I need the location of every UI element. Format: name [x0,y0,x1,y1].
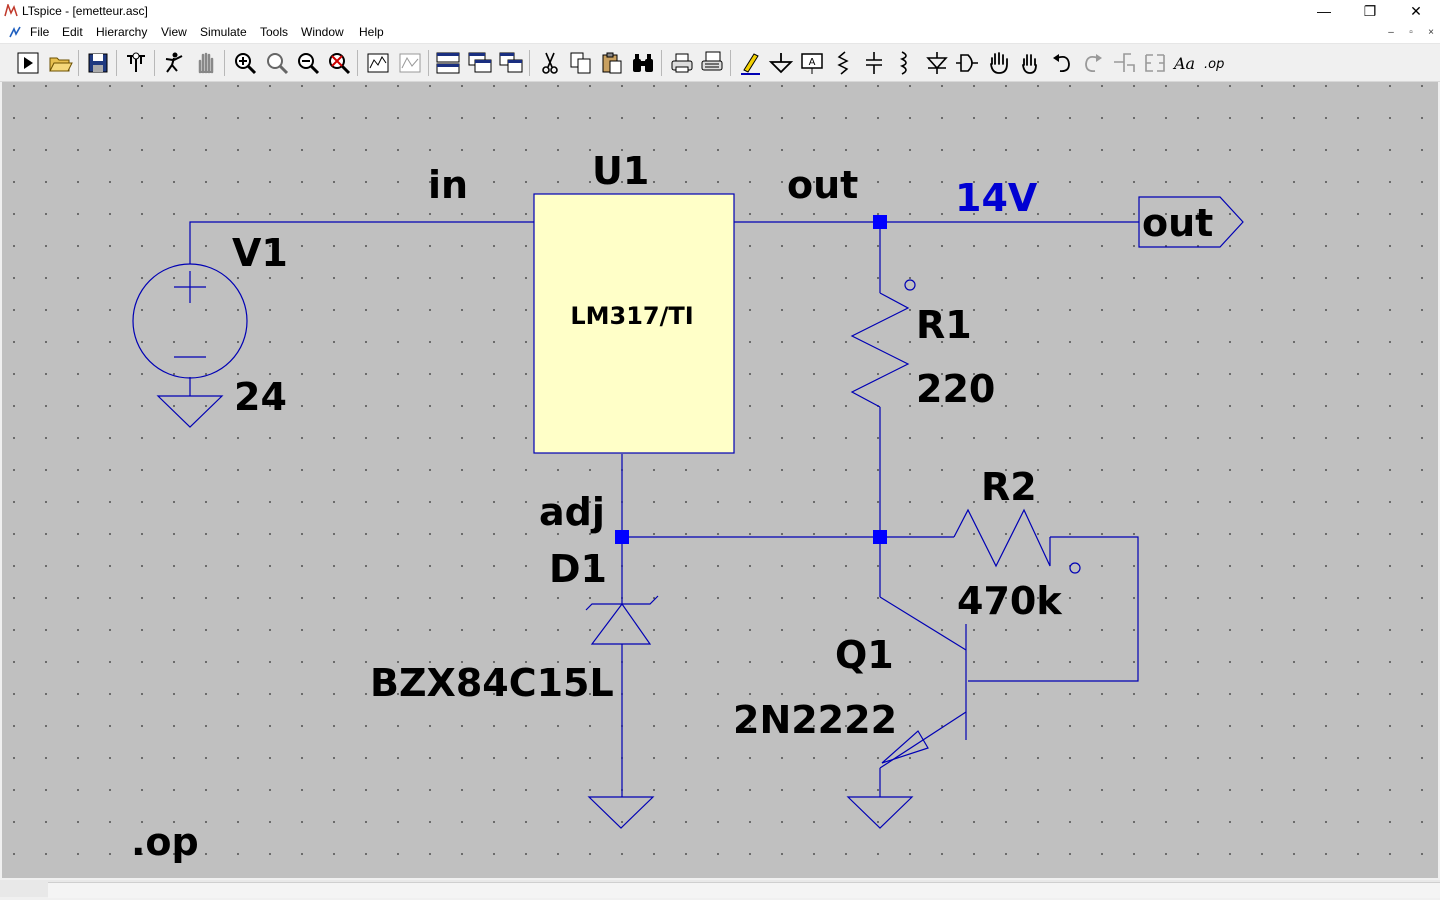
spice-directive-icon[interactable]: .op [1203,50,1229,76]
u1-value-label[interactable]: LM317/TI [570,302,693,330]
zoom-in-icon[interactable] [232,50,258,76]
r2-name-label[interactable]: R2 [981,465,1037,509]
spice-directive-tool-label: .op [1204,57,1224,72]
junction-dot-adj [615,530,629,544]
mdi-minimize-button[interactable]: – [1388,27,1394,38]
menu-help[interactable]: Help [359,25,384,39]
diode-icon[interactable] [924,50,950,76]
ground-icon[interactable] [768,50,794,76]
d1-zener-diode[interactable] [585,595,659,645]
menu-file[interactable]: File [30,25,50,39]
waveform-icon[interactable] [397,50,423,76]
junction-dot-out [873,215,887,229]
undo-icon[interactable] [1049,50,1075,76]
q1-name-label[interactable]: Q1 [835,633,894,677]
mdi-restore-button[interactable]: ▫ [1409,27,1413,38]
text-icon[interactable]: Aa [1172,50,1198,76]
inductor-icon[interactable] [892,50,918,76]
zoom-fit-icon[interactable] [326,50,352,76]
spice-directive-op[interactable]: .op [131,820,199,864]
maximize-button[interactable]: ❐ [1363,3,1377,19]
cascade-icon[interactable] [467,50,493,76]
q1-transistor[interactable] [879,596,967,769]
net-label-in[interactable]: in [428,163,468,207]
autoscale-icon[interactable] [365,50,391,76]
d1-value-label[interactable]: BZX84C15L [370,661,614,705]
tile-horizontal-icon[interactable] [435,50,461,76]
menu-simulate[interactable]: Simulate [200,25,247,39]
zoom-out-icon[interactable] [295,50,321,76]
r2-resistor[interactable] [953,508,1081,574]
window-title: LTspice - [emetteur.asc] [22,4,148,18]
print-preview-icon[interactable] [699,50,725,76]
ground-symbol-v1[interactable] [156,395,224,428]
menu-bar: File Edit Hierarchy View Simulate Tools … [0,22,1440,44]
menu-hierarchy[interactable]: Hierarchy [96,25,148,39]
menu-edit[interactable]: Edit [62,25,83,39]
q1-value-label[interactable]: 2N2222 [733,698,897,742]
halt-icon[interactable] [161,50,187,76]
ground-symbol-q1[interactable] [846,796,914,829]
menu-view[interactable]: View [161,25,187,39]
u1-name-label[interactable]: U1 [592,149,649,193]
open-icon[interactable] [47,50,73,76]
control-panel-icon[interactable] [123,50,149,76]
r1-name-label[interactable]: R1 [916,303,972,347]
ltspice-app-icon [4,4,18,17]
r1-value-label[interactable]: 220 [916,367,995,411]
copy-icon[interactable] [568,50,594,76]
paste-icon[interactable] [599,50,625,76]
junction-dot-r1-q1 [873,530,887,544]
tile-vertical-icon[interactable] [498,50,524,76]
horizontal-scrollbar-thumb[interactable] [48,882,1440,898]
net-label-adj[interactable]: adj [539,490,605,534]
minimize-button[interactable]: — [1317,3,1331,19]
out-voltage-label: 14V [955,176,1038,220]
rotate-icon[interactable] [1111,50,1137,76]
toolbar: A Aa .op [0,44,1440,82]
svg-text:A: A [809,57,816,68]
v1-voltage-source[interactable] [132,263,248,379]
move-icon[interactable] [986,50,1012,76]
schematic-canvas[interactable]: in U1 LM317/TI out 14V out V1 24 R1 220 … [2,82,1438,878]
component-icon[interactable] [954,50,980,76]
v1-name-label[interactable]: V1 [232,231,288,275]
resistor-icon[interactable] [830,50,856,76]
zoom-area-icon[interactable] [264,50,290,76]
cut-icon[interactable] [537,50,563,76]
net-label-out[interactable]: out [787,163,858,207]
out-port-flag[interactable] [1138,196,1244,248]
mirror-icon[interactable] [1142,50,1168,76]
label-net-icon[interactable]: A [799,50,825,76]
print-icon[interactable] [669,50,695,76]
pan-hand-icon[interactable] [193,50,219,76]
redo-icon[interactable] [1080,50,1106,76]
wires [189,221,1139,797]
save-icon[interactable] [85,50,111,76]
r2-value-label[interactable]: 470k [957,579,1062,623]
r1-resistor[interactable] [850,279,916,408]
d1-name-label[interactable]: D1 [549,547,607,591]
menu-tools[interactable]: Tools [260,25,289,39]
find-icon[interactable] [630,50,656,76]
menu-window[interactable]: Window [301,25,344,39]
close-button[interactable]: ✕ [1410,3,1422,19]
run-icon[interactable] [15,50,41,76]
draw-wire-icon[interactable] [738,50,764,76]
text-tool-label: Aa [1172,54,1195,73]
v1-value-label[interactable]: 24 [234,375,287,419]
document-icon[interactable] [8,25,22,39]
out-port-label[interactable]: out [1142,201,1213,245]
ground-symbol-d1[interactable] [587,796,655,829]
title-bar: LTspice - [emetteur.asc] — ❐ ✕ [0,0,1440,22]
mdi-close-button[interactable]: × [1428,27,1434,38]
u1-regulator[interactable] [533,193,735,454]
capacitor-icon[interactable] [861,50,887,76]
drag-icon[interactable] [1017,50,1043,76]
